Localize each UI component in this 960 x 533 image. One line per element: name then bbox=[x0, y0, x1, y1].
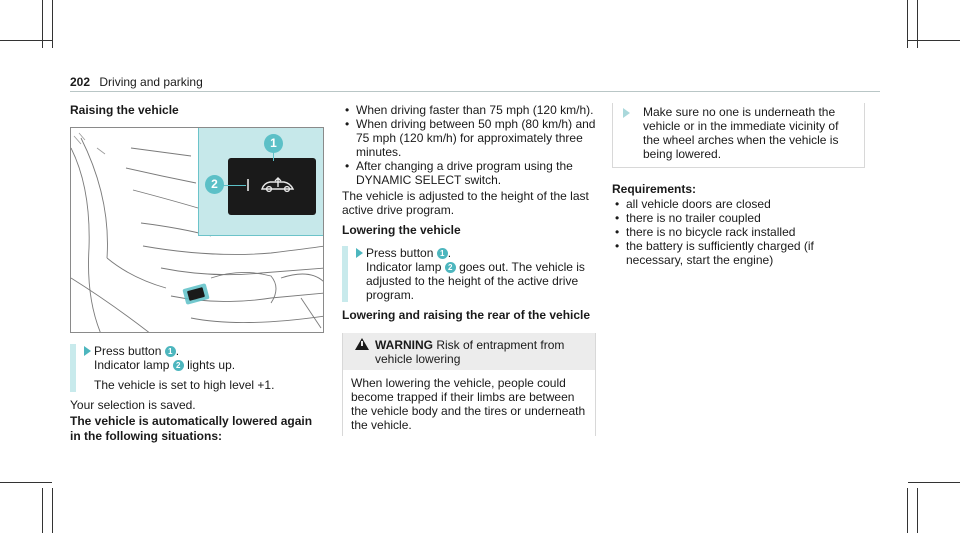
control-panel bbox=[228, 158, 316, 215]
warning-label: WARNING bbox=[375, 338, 433, 352]
requirements-list: all vehicle doors are closed there is no… bbox=[612, 197, 872, 267]
crop-mark bbox=[908, 482, 960, 483]
step-arrow-icon bbox=[356, 248, 363, 258]
step-text: Press button bbox=[94, 344, 162, 358]
warning-box: WARNING Risk of entrapment from vehicle … bbox=[342, 333, 596, 436]
console-illustration: 1 2 bbox=[70, 127, 324, 333]
section-title: Driving and parking bbox=[99, 75, 203, 89]
saved-text: Your selection is saved. bbox=[70, 398, 196, 412]
page-number: 202 bbox=[70, 75, 91, 89]
header-rule bbox=[70, 91, 880, 92]
warning-body: When lowering the vehicle, people could … bbox=[351, 376, 586, 432]
lamp-ref-2: 2 bbox=[172, 360, 184, 371]
step-press-button: Press button 1. bbox=[366, 246, 597, 260]
column-1: Raising the vehicle bbox=[70, 103, 325, 444]
callout-1: 1 bbox=[264, 134, 283, 153]
step-arrow-icon bbox=[623, 108, 630, 118]
step-text: lights up. bbox=[187, 358, 236, 372]
list-item: all vehicle doors are closed bbox=[612, 197, 872, 211]
step-text: goes out. The vehicle is adjusted to the… bbox=[366, 260, 585, 302]
crop-mark bbox=[0, 40, 52, 41]
list-item: there is no bicycle rack installed bbox=[612, 225, 872, 239]
auto-lower-list: When driving faster than 75 mph (120 km/… bbox=[342, 103, 597, 187]
raise-steps: Press button 1. Indicator lamp 2 lights … bbox=[70, 344, 325, 392]
callout-line bbox=[273, 152, 274, 161]
button-ref-1: 1 bbox=[164, 346, 176, 357]
list-item: When driving between 50 mph (80 km/h) an… bbox=[342, 117, 597, 159]
page-header: 202 Driving and parking bbox=[70, 75, 203, 89]
crop-mark bbox=[917, 488, 918, 533]
step-indicator: Indicator lamp 2 goes out. The vehicle i… bbox=[366, 260, 597, 302]
lamp-ref-2: 2 bbox=[444, 262, 456, 273]
crop-mark bbox=[917, 0, 918, 48]
crop-mark bbox=[52, 0, 53, 48]
list-item: After changing a drive program using the… bbox=[342, 159, 597, 187]
warning-triangle-icon bbox=[355, 338, 369, 350]
warning-header: WARNING Risk of entrapment from vehicle … bbox=[343, 333, 595, 370]
step-text: . bbox=[175, 344, 180, 358]
vehicle-lift-icon bbox=[261, 177, 295, 193]
crop-mark bbox=[52, 488, 53, 533]
list-item: the battery is sufficiently charged (if … bbox=[612, 239, 872, 267]
step-text: . bbox=[447, 246, 452, 260]
crop-mark bbox=[42, 488, 43, 533]
step-text: Indicator lamp bbox=[94, 358, 170, 372]
caution-note: Make sure no one is underneath the vehic… bbox=[612, 103, 865, 168]
detail-inset: 1 2 bbox=[198, 128, 323, 236]
requirements-heading: Requirements: bbox=[612, 182, 697, 196]
column-2: When driving faster than 75 mph (120 km/… bbox=[342, 103, 597, 436]
crop-mark bbox=[907, 0, 908, 48]
auto-lower-heading: The vehicle is automatically lowered aga… bbox=[70, 414, 313, 443]
column-3: Make sure no one is underneath the vehic… bbox=[612, 103, 872, 267]
step-text: Press button bbox=[366, 246, 434, 260]
note-text: Make sure no one is underneath the vehic… bbox=[643, 105, 839, 161]
callout-line bbox=[221, 185, 246, 186]
rear-heading: Lowering and raising the rear of the veh… bbox=[342, 308, 591, 322]
step-text: Indicator lamp bbox=[366, 260, 442, 274]
step-arrow-icon bbox=[84, 346, 91, 356]
lowering-heading: Lowering the vehicle bbox=[342, 223, 461, 237]
list-item: When driving faster than 75 mph (120 km/… bbox=[342, 103, 597, 117]
crop-mark bbox=[907, 488, 908, 533]
crop-mark bbox=[908, 40, 960, 41]
indicator-lamp bbox=[247, 179, 249, 191]
lower-steps: Press button 1. Indicator lamp 2 goes ou… bbox=[342, 246, 597, 302]
crop-mark bbox=[42, 0, 43, 48]
step-press-button: Press button 1. bbox=[94, 344, 325, 358]
warning-title: Risk of entrapment from vehicle lowering bbox=[375, 338, 565, 366]
raising-heading: Raising the vehicle bbox=[70, 103, 179, 117]
callout-2: 2 bbox=[205, 175, 224, 194]
crop-mark bbox=[0, 482, 52, 483]
button-ref-1: 1 bbox=[436, 248, 448, 259]
console-drawing bbox=[71, 132, 323, 332]
adjusted-text: The vehicle is adjusted to the height of… bbox=[342, 189, 589, 217]
step-indicator: Indicator lamp 2 lights up. bbox=[94, 358, 325, 372]
list-item: there is no trailer coupled bbox=[612, 211, 872, 225]
step-result: The vehicle is set to high level +1. bbox=[94, 378, 275, 392]
